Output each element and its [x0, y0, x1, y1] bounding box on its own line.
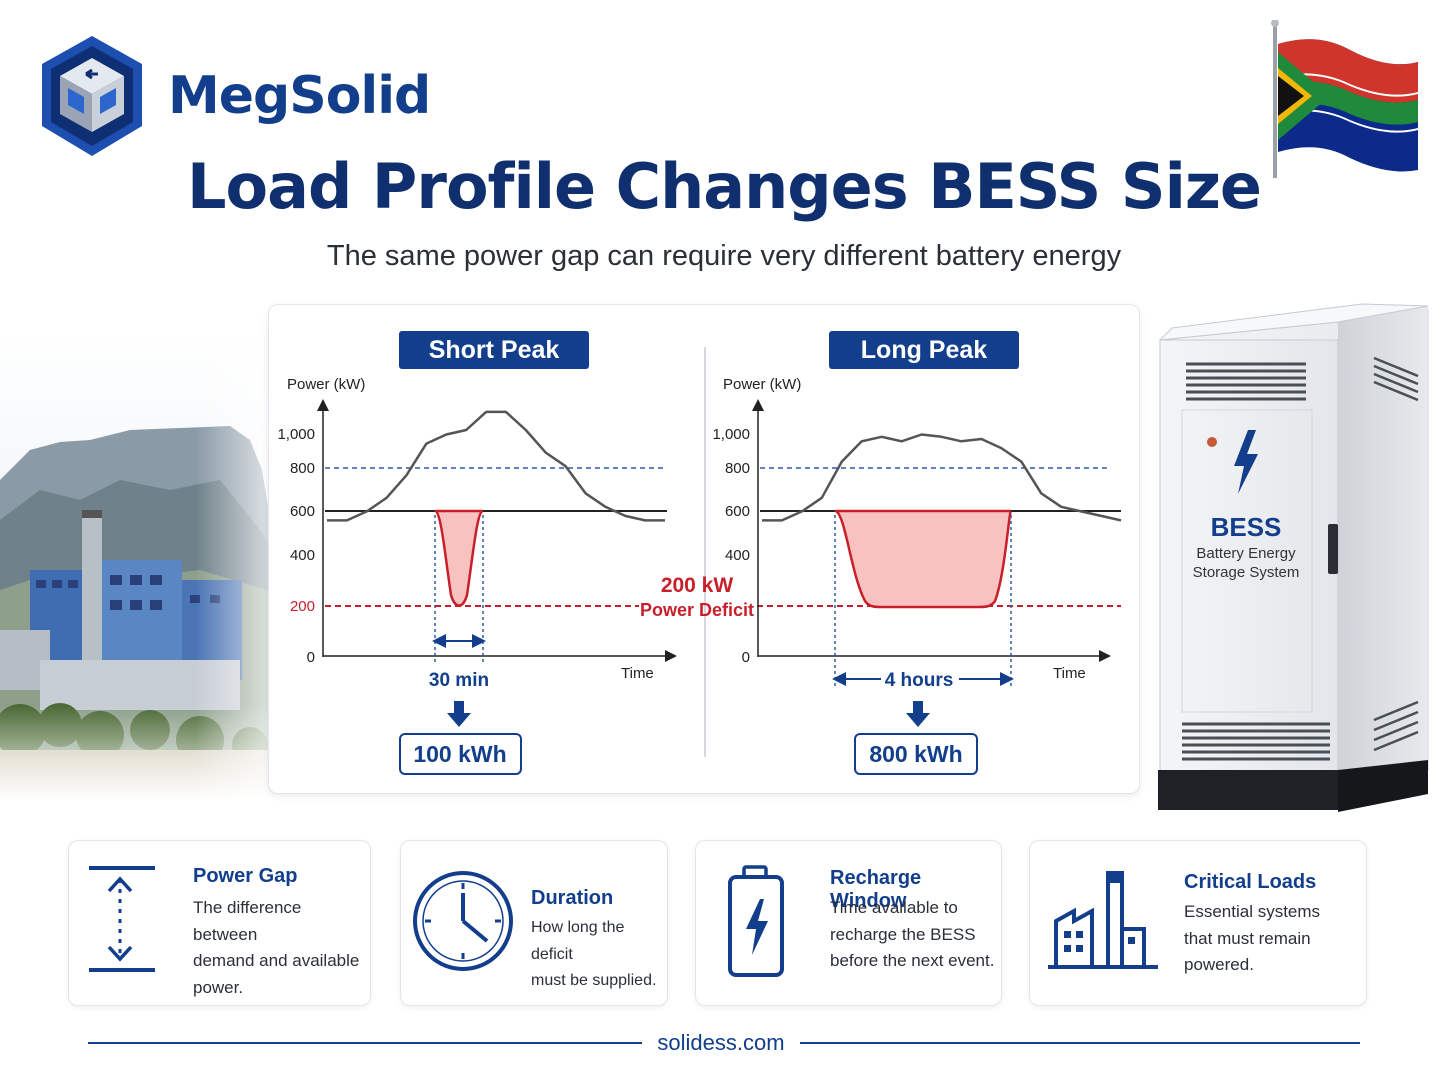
page-title: Load Profile Changes BESS Size: [187, 150, 1262, 223]
card-recharge-line3: before the next event.: [830, 951, 995, 970]
short-down-arrow-icon: [447, 701, 471, 727]
card-power-gap-line1: The difference between: [193, 898, 302, 944]
short-load-line: [327, 410, 665, 522]
short-tick-800: 800: [290, 460, 315, 477]
short-energy-box: [399, 733, 522, 775]
long-y-axis-label: Power (kW): [723, 376, 801, 393]
card-critical-line1: Essential systems: [1184, 902, 1321, 921]
long-x-axis-label: Time: [1053, 665, 1086, 682]
brand: MegSolid: [38, 34, 431, 158]
card-power-gap-line2: demand and available: [193, 951, 360, 970]
card-duration-line2: must be supplied.: [531, 972, 657, 989]
card-power-gap: Power Gap The difference between demand …: [68, 840, 371, 1006]
short-tick-600: 600: [290, 503, 315, 520]
long-energy-label: 800 kWh: [869, 741, 962, 767]
battery-bolt-icon: [728, 865, 784, 977]
card-duration-line1: How long the deficit: [531, 919, 625, 963]
long-tick-600: 600: [725, 503, 750, 520]
south-africa-flag-icon: [1271, 20, 1418, 178]
card-power-gap-line3: power.: [193, 977, 244, 997]
long-tick-400: 400: [725, 547, 750, 564]
load-profile-charts: Power (kW) Time 0 200 400 600 800 1,000 …: [277, 347, 1122, 775]
short-tick-0: 0: [307, 649, 315, 666]
card-recharge-title: Recharge Window: [830, 867, 922, 912]
long-tick-0: 0: [742, 649, 750, 666]
card-duration-desc: How long the deficit must be supplied.: [531, 915, 667, 995]
footer-divider-right: [800, 1042, 1360, 1044]
long-energy-box: [854, 733, 978, 775]
short-tick-400: 400: [290, 547, 315, 564]
megsolid-logo-icon: [42, 36, 142, 156]
clock-icon: [413, 871, 513, 971]
short-y-axis-label: Power (kW): [287, 376, 365, 393]
footer-divider-left: [88, 1042, 642, 1044]
short-x-axis-label: Time: [621, 665, 654, 682]
short-tick-1000: 1,000: [277, 426, 315, 443]
chart-panel: Short Peak Long Peak Power (kW) Time 0 2…: [268, 304, 1140, 794]
brand-name: MegSolid: [168, 66, 431, 126]
card-critical-title: Critical Loads: [1184, 871, 1317, 893]
short-tick-200: 200: [290, 598, 315, 615]
card-recharge-line1: Time available to: [830, 898, 958, 917]
short-deficit-area: [434, 509, 484, 607]
cabinet-title: BESS: [1211, 512, 1282, 542]
long-tick-1000: 1,000: [712, 426, 750, 443]
long-peak-title: Long Peak: [829, 331, 1019, 369]
bess-cabinet-illustration: BESS Battery Energy Storage System: [1158, 303, 1429, 812]
lightning-icon: [1234, 430, 1258, 494]
card-recharge-desc: Time available to recharge the BESS befo…: [830, 895, 994, 975]
card-recharge-window: Recharge Window Time available to rechar…: [695, 840, 1002, 1006]
power-gap-arrows-icon: [89, 866, 155, 972]
power-plant-illustration: [0, 330, 300, 800]
cabinet-handle: [1328, 524, 1338, 574]
card-critical-line2: that must remain: [1184, 928, 1311, 948]
short-peak-title: Short Peak: [399, 331, 589, 369]
deficit-value: 200 kW: [661, 574, 734, 597]
card-critical-line3: powered.: [1184, 955, 1254, 974]
card-critical-loads: Critical Loads Essential systems that mu…: [1029, 840, 1367, 1006]
short-energy-label: 100 kWh: [413, 741, 506, 767]
card-power-gap-title: Power Gap: [193, 865, 298, 887]
card-power-gap-desc: The difference between demand and availa…: [193, 895, 370, 1001]
short-duration-label: 30 min: [429, 670, 489, 691]
factory-icon: [1048, 871, 1158, 969]
footer-url[interactable]: solidess.com: [657, 1030, 785, 1055]
long-load-line: [762, 433, 1122, 522]
long-duration-label: 4 hours: [885, 670, 954, 691]
long-deficit-area: [834, 509, 1013, 609]
card-duration-title: Duration: [531, 887, 614, 909]
card-duration: Duration How long the deficit must be su…: [400, 840, 668, 1006]
card-critical-desc: Essential systems that must remain power…: [1184, 899, 1320, 979]
page-subtitle: The same power gap can require very diff…: [326, 240, 1122, 272]
cabinet-line1: Battery Energy: [1196, 545, 1296, 562]
deficit-label: Power Deficit: [640, 600, 754, 620]
card-recharge-line2: recharge the BESS: [830, 924, 976, 944]
cabinet-line2: Storage System: [1193, 564, 1300, 581]
long-tick-800: 800: [725, 460, 750, 477]
long-down-arrow-icon: [906, 701, 930, 727]
